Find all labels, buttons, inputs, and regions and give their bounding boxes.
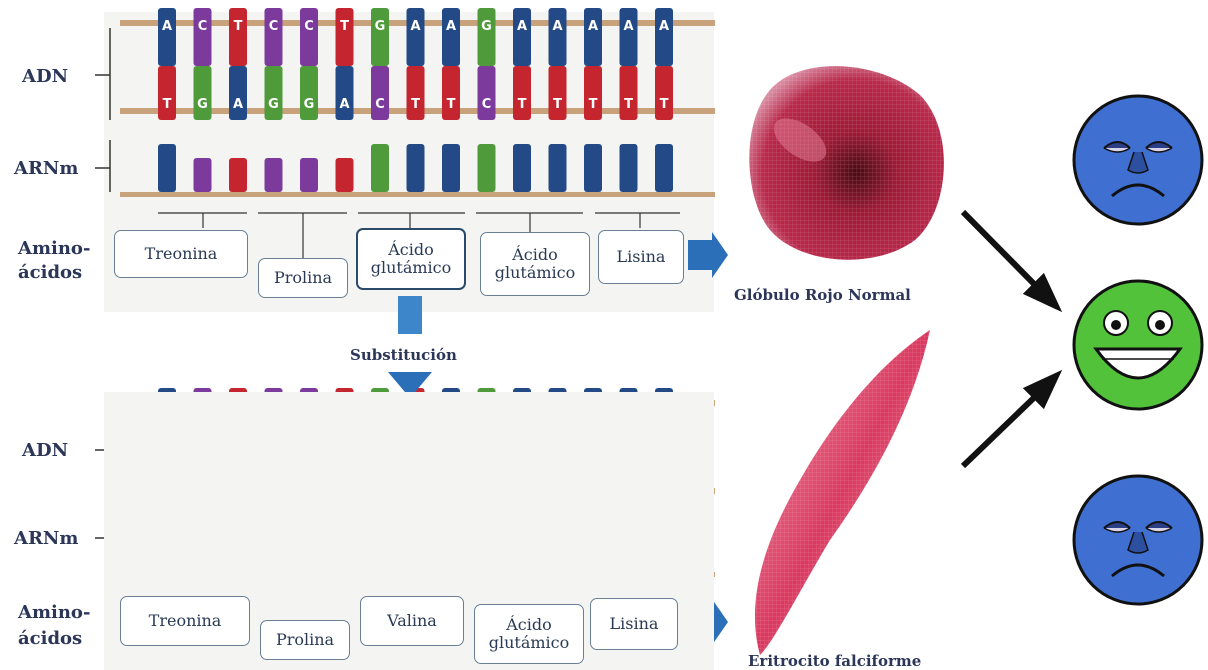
arrows-to-faces (963, 212, 1056, 466)
dna-bottom-letter-10: T (518, 97, 527, 112)
dna-top-letter-11: A (552, 19, 562, 34)
dna-top-base-7 (407, 8, 425, 66)
dna-top-letter-0: A (162, 19, 172, 34)
dna-top-base-1 (194, 8, 212, 66)
sad-face-2 (1074, 476, 1202, 604)
mutation-label: Substitución (350, 346, 457, 364)
dna-top-letter-14: A (659, 19, 669, 34)
dna-top-letter-4: C (304, 19, 314, 34)
dna-bottom-letter-8: T (447, 97, 456, 112)
bottom-aa-box-treonina: Treonina (120, 596, 250, 646)
dna-top-letter-2: T (234, 19, 243, 34)
top-aa-box-glutamic-2: Ácido glutámico (480, 232, 590, 296)
dna-top-letter-3: C (269, 19, 279, 34)
dna-top-base-8 (442, 8, 460, 66)
mrna-base-12 (584, 144, 602, 192)
dna-top-base-0 (158, 8, 176, 66)
mrna-base-11 (549, 144, 567, 192)
mrna-base-5 (336, 158, 354, 192)
mrna-base-9 (478, 144, 496, 192)
dna-top-letter-13: A (623, 19, 633, 34)
top-aa-box-prolina: Prolina (258, 258, 348, 298)
sickle-red-blood-cell (755, 330, 930, 655)
mrna-base-6 (371, 144, 389, 192)
dna-top-letter-6: G (375, 19, 386, 34)
dna-top-base-14 (655, 8, 673, 66)
dna-bottom-letter-6: C (375, 97, 385, 112)
mrna-base-14 (655, 144, 673, 192)
bottom-aa-box-lisina: Lisina (590, 598, 678, 650)
sickle-cell-caption: Eritrocito falciforme (748, 652, 921, 670)
top-mrna-bracket (95, 140, 110, 192)
dna-bottom-letter-12: T (589, 97, 598, 112)
dna-bottom-letter-11: T (553, 97, 562, 112)
dna-bottom-letter-14: T (660, 97, 669, 112)
normal-cell-caption: Glóbulo Rojo Normal (734, 286, 911, 304)
dna-bottom-letter-0: T (163, 97, 172, 112)
normal-red-blood-cell (749, 66, 944, 260)
bottom-aa-box-glutamic: Ácido glutámico (474, 604, 584, 664)
dna-top-base-2 (229, 8, 247, 66)
dna-top-letter-5: T (340, 19, 349, 34)
dna-top-base-6 (371, 8, 389, 66)
bottom-aa-label-1: Amino- (18, 602, 90, 624)
top-aa-box-treonina: Treonina (114, 230, 248, 278)
dna-top-letter-8: A (446, 19, 456, 34)
dna-bottom-letter-5: A (339, 97, 349, 112)
dna-top-base-10 (513, 8, 531, 66)
top-dna-bracket (95, 28, 110, 120)
bottom-mrna-label: ARNm (14, 528, 78, 550)
bottom-dna-label: ADN (22, 440, 68, 462)
mrna-base-1 (194, 158, 212, 192)
mrna-base-13 (620, 144, 638, 192)
mrna-base-10 (513, 144, 531, 192)
bottom-aa-box-valina: Valina (360, 596, 464, 646)
dna-top-letter-1: C (198, 19, 208, 34)
dna-bottom-letter-3: G (268, 97, 279, 112)
top-aa-box-glutamic-1: Ácido glutámico (356, 228, 466, 290)
mrna-base-8 (442, 144, 460, 192)
dna-bottom-letter-13: T (624, 97, 633, 112)
dna-top-base-13 (620, 8, 638, 66)
dna-bottom-letter-7: T (411, 97, 420, 112)
top-arrow-right (688, 232, 728, 278)
dna-top-letter-9: G (481, 19, 492, 34)
mrna-base-7 (407, 144, 425, 192)
happy-face-1 (1074, 281, 1202, 409)
dna-bottom-letter-4: G (304, 97, 315, 112)
dna-top-letter-10: A (517, 19, 527, 34)
mrna-base-3 (265, 158, 283, 192)
dna-bottom-letter-9: C (482, 97, 492, 112)
dna-bottom-letter-2: A (233, 97, 243, 112)
mrna-base-4 (300, 158, 318, 192)
mrna-base-0 (158, 144, 176, 192)
bottom-aa-label-2: ácidos (18, 628, 82, 650)
dna-top-base-9 (478, 8, 496, 66)
dna-top-base-4 (300, 8, 318, 66)
mrna-backbone (120, 192, 715, 197)
top-aa-box-lisina: Lisina (598, 230, 684, 284)
sad-face-0 (1074, 96, 1202, 224)
dna-top-base-12 (584, 8, 602, 66)
dna-top-base-5 (336, 8, 354, 66)
dna-top-base-3 (265, 8, 283, 66)
bottom-aa-box-prolina: Prolina (260, 620, 350, 660)
mrna-base-2 (229, 158, 247, 192)
dna-top-letter-7: A (410, 19, 420, 34)
dna-top-letter-12: A (588, 19, 598, 34)
dna-bottom-letter-1: G (197, 97, 208, 112)
mutation-arrow-shaft (398, 296, 422, 334)
dna-top-base-11 (549, 8, 567, 66)
